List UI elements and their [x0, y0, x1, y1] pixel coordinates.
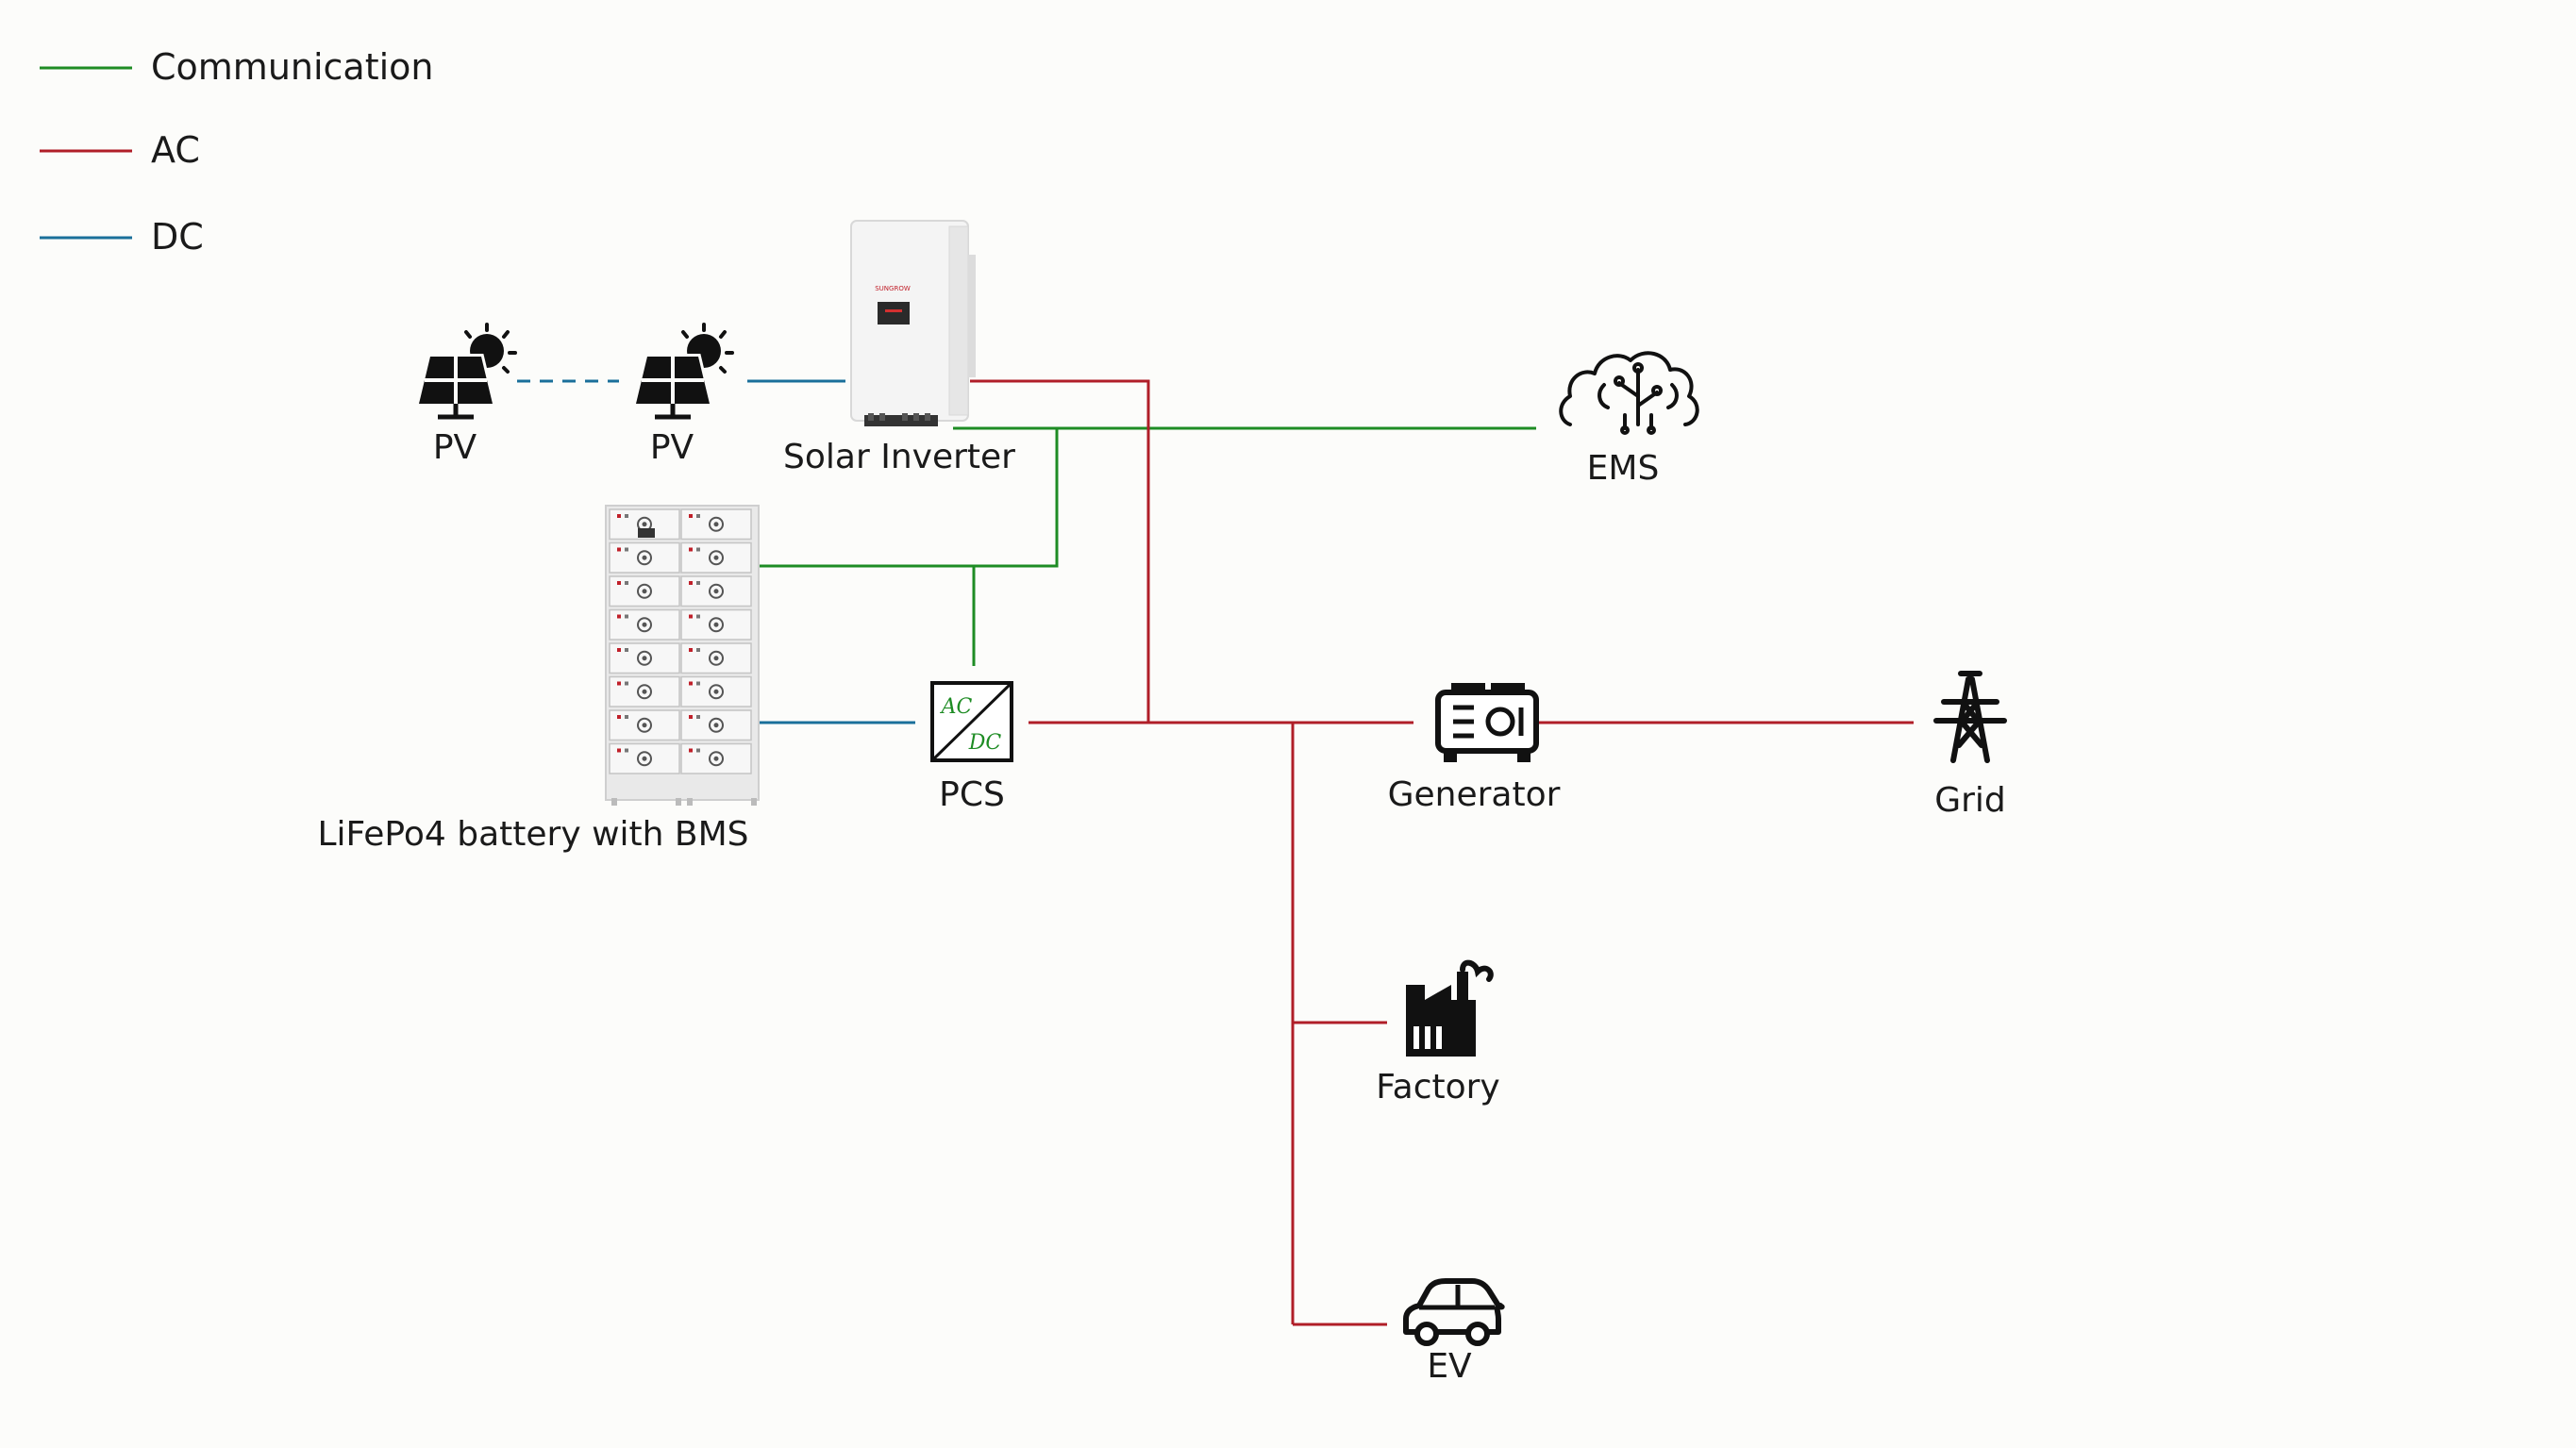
- battery-module: [609, 608, 680, 641]
- pcs-dc-text: DC: [968, 731, 1002, 755]
- factory-icon: [1406, 959, 1494, 1057]
- ac-dc-converter-icon: AC DC: [930, 681, 1013, 762]
- legend: Communication AC DC: [40, 46, 434, 258]
- ems-node: EMS: [1559, 351, 1699, 488]
- pv-label-2: PV: [650, 428, 694, 467]
- generator-node: Generator: [1388, 683, 1561, 814]
- battery-rack-foot: [751, 798, 757, 806]
- battery-module: [609, 541, 680, 574]
- battery-module: [680, 675, 752, 707]
- transmission-tower-icon: [1933, 671, 2007, 763]
- battery-module: [680, 541, 752, 574]
- comm-line-inverter-battery: [755, 428, 1059, 568]
- inverter-display: [878, 302, 910, 325]
- battery-module: [680, 608, 752, 641]
- battery-rack: [605, 505, 760, 806]
- grid-node: Grid: [1933, 671, 2007, 820]
- factory-node: Factory: [1376, 959, 1500, 1107]
- battery-rack-foot: [687, 798, 693, 806]
- factory-label: Factory: [1376, 1068, 1500, 1107]
- battery-module: [680, 642, 752, 674]
- dc-lines: [517, 379, 915, 724]
- pcs-node: AC DC PCS: [930, 681, 1013, 814]
- battery-node: LiFePo4 battery with BMS: [317, 505, 760, 854]
- ems-label: EMS: [1587, 449, 1660, 488]
- battery-module: [609, 675, 680, 707]
- ac-line-inverter-bus: [970, 379, 1150, 723]
- solar-panel-icon: [415, 323, 517, 420]
- solar-panel-icon: [632, 323, 734, 420]
- battery-module: [609, 742, 680, 774]
- generator-label: Generator: [1388, 775, 1561, 814]
- ev-label: EV: [1427, 1347, 1472, 1386]
- ac-lines: [970, 379, 1914, 1326]
- battery-label: LiFePo4 battery with BMS: [317, 815, 748, 854]
- pcs-ac-text: AC: [940, 695, 973, 719]
- battery-rack-foot: [611, 798, 617, 806]
- pv-node-1: PV: [415, 323, 517, 467]
- battery-module: [609, 642, 680, 674]
- communication-lines: [755, 426, 1536, 666]
- legend-communication-label: Communication: [151, 46, 434, 88]
- battery-module: [609, 709, 680, 741]
- car-icon: [1403, 1278, 1505, 1346]
- solar-inverter-node: SUNGROW Solar Inverter: [783, 220, 1015, 476]
- generator-icon: [1435, 683, 1539, 762]
- ev-node: EV: [1403, 1278, 1505, 1386]
- pcs-label: PCS: [939, 775, 1005, 814]
- cloud-circuit-icon: [1559, 351, 1699, 435]
- solar-inverter-device: SUNGROW: [850, 220, 976, 426]
- battery-module: [680, 742, 752, 774]
- solar-inverter-label: Solar Inverter: [783, 438, 1015, 476]
- pv-label-1: PV: [433, 428, 477, 467]
- legend-ac-label: AC: [151, 129, 200, 171]
- pv-node-2: PV: [632, 323, 734, 467]
- battery-bms-display: [638, 528, 655, 538]
- inverter-brand-text: SUNGROW: [875, 285, 911, 292]
- battery-module: [680, 709, 752, 741]
- battery-module: [680, 575, 752, 607]
- battery-module: [609, 575, 680, 607]
- grid-label: Grid: [1934, 781, 2006, 820]
- battery-rack-foot: [676, 798, 681, 806]
- legend-dc-label: DC: [151, 216, 204, 258]
- battery-module: [680, 508, 752, 541]
